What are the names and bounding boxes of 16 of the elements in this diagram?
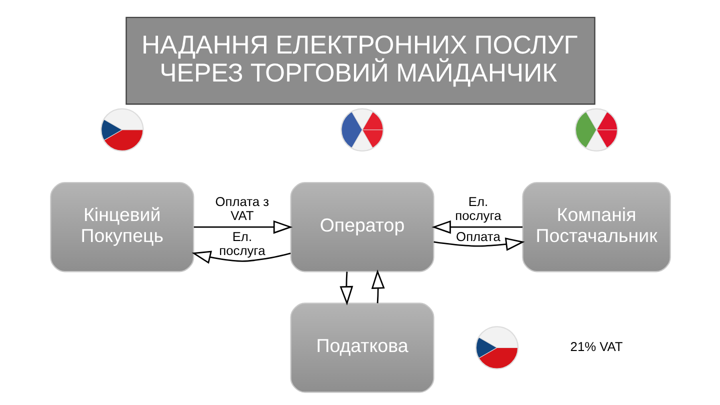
node-box: Оператор	[290, 182, 434, 272]
edge-label: Ел. послуга	[218, 228, 265, 258]
edge-label: Оплата з VAT	[214, 194, 269, 223]
node-box: Компанія Постачальник	[522, 182, 670, 272]
node-box: Податкова	[290, 302, 434, 393]
arrow	[193, 220, 292, 234]
edge-label: Ел. послуга	[454, 194, 501, 223]
arrow	[370, 270, 384, 304]
arrow	[339, 272, 353, 306]
diagram-title: НАДАННЯ ЕЛЕКТРОННИХ ПОСЛУГ ЧЕРЕЗ ТОРГОВИЙ МАЙДАНЧИК	[140, 31, 578, 88]
node-box: Кінцевий Покупець	[50, 182, 194, 272]
arrow	[433, 238, 524, 251]
edge-label: Оплата	[456, 228, 500, 244]
arrow	[191, 250, 290, 264]
arrow	[431, 220, 522, 234]
label: 21% VAT	[570, 339, 622, 354]
